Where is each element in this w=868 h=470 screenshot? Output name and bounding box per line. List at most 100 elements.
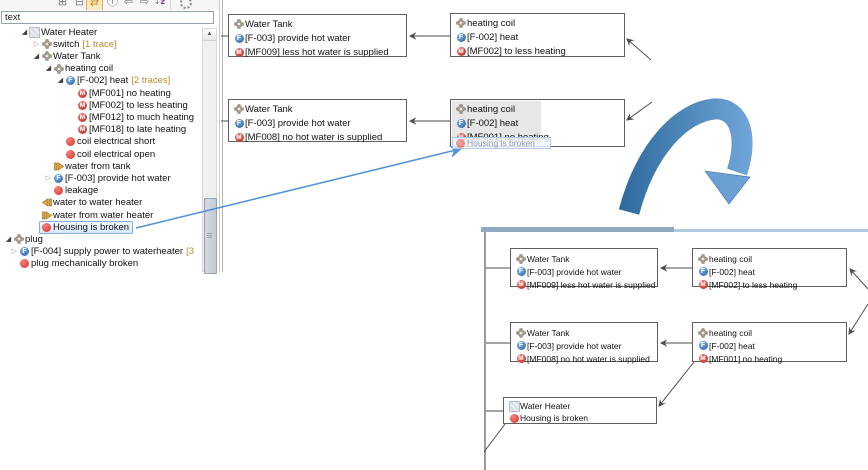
- tree-item-water-heater[interactable]: ◢Water Heater: [0, 26, 239, 38]
- tree-item-housing-is-broken[interactable]: Housing is broken: [0, 220, 251, 234]
- malfunction-icon: M: [78, 88, 87, 98]
- subwindow-left-border: [484, 232, 486, 470]
- info-icon[interactable]: ⓘ: [107, 0, 118, 8]
- tree-item-label: heating coil: [65, 63, 114, 75]
- collapse-arrow-icon[interactable]: ◢: [21, 27, 28, 36]
- box-row-label: heating coil: [467, 17, 516, 29]
- nav-back-icon[interactable]: ⇦: [123, 0, 134, 8]
- nav-forward-icon[interactable]: ⇨: [139, 0, 150, 8]
- box-row: F[F-002] heat: [693, 265, 846, 278]
- box-row: Water Tank: [229, 102, 406, 116]
- box-row: F[F-002] heat: [451, 116, 624, 130]
- box-row-label: [F-003] provide hot water: [527, 266, 622, 277]
- box-row-label: Water Tank: [245, 103, 293, 115]
- tree-item-label: water from water heater: [53, 209, 154, 221]
- selected-row-highlight: Housing is broken: [39, 220, 134, 234]
- failure-icon: [66, 149, 75, 159]
- filter-input[interactable]: [1, 11, 214, 24]
- settings-gear-icon[interactable]: [178, 0, 193, 9]
- expand-arrow-icon[interactable]: ▷: [11, 247, 18, 256]
- box-row-label: [F-003] provide hot water: [245, 32, 351, 44]
- function-icon: F: [66, 76, 75, 86]
- tree-item-mf018-to-late-heating[interactable]: M[MF018] to late heating: [0, 124, 287, 136]
- drag-ghost-item: Housing is broken: [452, 137, 551, 149]
- box-row: M[MF008] no hot water is supplied: [229, 130, 406, 144]
- box-row: heating coil: [693, 252, 846, 265]
- box-row-label: heating coil: [709, 253, 753, 264]
- box-row: Housing is broken: [504, 412, 656, 424]
- water-heater-icon: [508, 400, 520, 412]
- collapse-all-icon[interactable]: ⊟: [74, 0, 85, 8]
- box-row: F[F-003] provide hot water: [229, 116, 406, 130]
- expand-arrow-icon[interactable]: ▷: [33, 39, 40, 48]
- tree-item-label: plug mechanically broken: [31, 258, 139, 270]
- tree-item-water-from-tank[interactable]: water from tank: [0, 160, 263, 172]
- function-icon: F: [54, 173, 63, 183]
- function-icon: F: [698, 341, 708, 350]
- box-row: heating coil: [693, 326, 846, 339]
- expand-all-icon[interactable]: ⊞: [57, 0, 68, 8]
- tree-item-water-to-water-heater[interactable]: water to water heater: [0, 197, 251, 209]
- tree-item-plug[interactable]: ◢ plug: [0, 233, 223, 245]
- failure-icon: [20, 259, 29, 269]
- collapse-arrow-icon[interactable]: ◢: [57, 76, 64, 85]
- box-row-label: Water Heater: [520, 401, 571, 411]
- tree-item-coil-electrical-open[interactable]: coil electrical open: [0, 148, 275, 160]
- box-row-label: [F-003] provide hot water: [245, 117, 351, 129]
- tree-item-mf001-no-heating[interactable]: M[MF001] no heating: [0, 87, 287, 99]
- toolbar-separator: [170, 0, 171, 10]
- tree-item-label: water from tank: [65, 160, 131, 172]
- model-tree-panel: ⊞⊟⇄ⓘ⇦⇨↓z ◢Water Heater▷switch[1 trace]◢W…: [0, 0, 220, 272]
- box-row: Water Tank: [229, 17, 406, 31]
- tree-item-f-002-heat[interactable]: ◢F[F-002] heat[2 traces]: [0, 75, 275, 87]
- box-row-label: [F-002] heat: [709, 266, 755, 277]
- component-icon: [516, 253, 526, 264]
- tree-item-leakage[interactable]: leakage: [0, 185, 263, 197]
- function-icon: F: [698, 267, 708, 276]
- tree-item-mf002-to-less-heating[interactable]: M[MF002] to less heating: [0, 99, 287, 111]
- sort-icon[interactable]: ↓z: [153, 0, 166, 6]
- connector-edge: [848, 303, 868, 335]
- drag-ghost-label: Housing is broken: [467, 138, 536, 148]
- scrollbar-thumb[interactable]: [204, 198, 217, 274]
- scroll-up-icon[interactable]: ▲: [203, 29, 216, 41]
- connector-edge: [849, 268, 868, 290]
- tree-item-heating-coil[interactable]: ◢ heating coil: [0, 63, 263, 75]
- tree-item-mf012-to-much-heating[interactable]: M[MF012] to much heating: [0, 111, 287, 123]
- component-icon: [41, 51, 52, 62]
- failure-icon: [42, 222, 51, 232]
- tree-item-switch[interactable]: ▷switch[1 trace]: [0, 38, 251, 50]
- tree-item-label: [F-002] heat[2 traces]: [77, 75, 171, 87]
- expand-arrow-icon[interactable]: ▷: [45, 173, 52, 182]
- tree-item-label: [MF002] to less heating: [89, 99, 188, 111]
- collapse-arrow-icon[interactable]: ◢: [33, 51, 40, 60]
- collapse-arrow-icon[interactable]: ◢: [45, 64, 52, 73]
- tree-scrollbar[interactable]: ▲: [202, 28, 217, 274]
- tree-item-water-tank[interactable]: ◢Water Tank: [0, 50, 251, 62]
- tree-item-coil-electrical-short[interactable]: coil electrical short: [0, 136, 275, 148]
- tree-item-label: coil electrical open: [77, 148, 156, 160]
- malfunction-icon: M: [698, 280, 708, 289]
- malfunction-icon: M: [516, 354, 526, 363]
- box-row-label: [MF009] less hot water is supplied: [527, 279, 656, 290]
- component-icon: [456, 104, 466, 114]
- connector-edge: [658, 361, 695, 407]
- tree-item-label: plug: [25, 233, 43, 245]
- component-icon: [698, 253, 708, 264]
- tree-item-plug-mechanically-broken[interactable]: plug mechanically broken: [0, 258, 229, 270]
- tree-item-f-004-supply-power-to-waterheater[interactable]: ▷F[F-004] supply power to waterheater[3: [0, 246, 229, 258]
- connector-edge: [483, 423, 506, 453]
- tree-item-water-from-water-heater[interactable]: water from water heater: [0, 209, 251, 221]
- function-icon: F: [456, 32, 466, 42]
- tree-item-f-003-provide-hot-water[interactable]: ▷F[F-003] provide hot water: [0, 172, 263, 184]
- link-with-editor-icon[interactable]: ⇄: [86, 0, 103, 10]
- collapse-arrow-icon[interactable]: ◢: [5, 234, 12, 243]
